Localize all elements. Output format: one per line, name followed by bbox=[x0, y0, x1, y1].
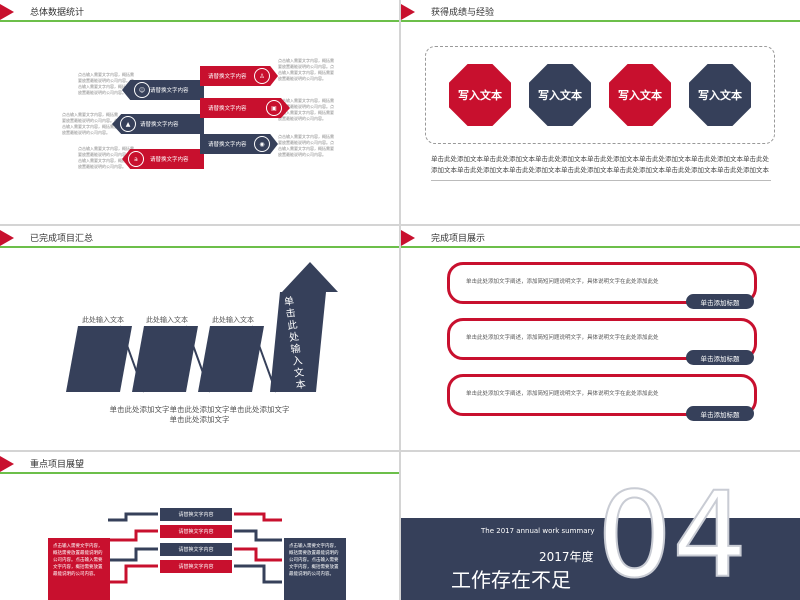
badge-4: 写入文本 bbox=[689, 64, 751, 126]
badge-3: 写入文本 bbox=[609, 64, 671, 126]
slide-header: 已完成项目汇总 bbox=[0, 226, 399, 248]
header-underline bbox=[401, 246, 800, 248]
badge-1: 写入文本 bbox=[449, 64, 511, 126]
badge-container bbox=[425, 46, 775, 144]
desc-text: 点击输入需要文字内容，概括需要放置最能说明的公司内容。点击输入需要文字内容，概括… bbox=[62, 112, 118, 135]
outlook-box-3: 请替换文字内容 bbox=[160, 543, 232, 556]
right-desc-box: 点击输入需要文字内容，概括需要放置最能说明的公司内容。点击输入需要文字内容，概括… bbox=[284, 538, 346, 600]
project-item-3: 单击此处添加文字阐述，添加简短问题说明文字，具体说明文字在此处添加此处 单击添加… bbox=[447, 374, 757, 421]
body-paragraph: 单击此处添加文本单击此处添加文本单击此处添加文本单击此处添加文本单击此处添加文本… bbox=[431, 155, 769, 174]
project-tag[interactable]: 单击添加标题 bbox=[686, 406, 754, 421]
slide-key-projects-outlook[interactable]: 重点项目展望 点击输入需要文字内容，概括需要放置最能说明的公司内容。点击输入需要… bbox=[0, 452, 399, 600]
header-underline bbox=[0, 20, 399, 22]
desc-text: 点击输入需要文字内容，概括需要放置最能说明的公司内容。点击输入需要文字内容，概括… bbox=[278, 134, 334, 157]
caption-line-2: 单击此处添加文字 bbox=[169, 415, 230, 424]
header-marker bbox=[401, 230, 415, 246]
slide-header: 总体数据统计 bbox=[0, 0, 399, 22]
slide-completed-projects[interactable]: 已完成项目汇总 此处输入文本 此处输入文本 此处输入文本 单击此处输入文本 单击… bbox=[0, 226, 399, 450]
project-item-text: 单击此处添加文字阐述，添加简短问题说明文字，具体说明文字在此处添加此处 bbox=[466, 279, 659, 285]
header-underline bbox=[401, 20, 800, 22]
project-tag[interactable]: 单击添加标题 bbox=[686, 350, 754, 365]
caption-line-1: 单击此处添加文字单击此处添加文字单击此处添加文字 bbox=[109, 405, 290, 414]
slide-title: 已完成项目汇总 bbox=[30, 234, 94, 244]
project-item-text: 单击此处添加文字阐述，添加简短问题说明文字，具体说明文字在此处添加此处 bbox=[466, 335, 659, 341]
person-icon: ♙ bbox=[254, 68, 270, 84]
section-year: 2017年度 bbox=[539, 550, 594, 564]
project-item-1: 单击此处添加文字阐述，添加简短问题说明文字，具体说明文字在此处添加此处 单击添加… bbox=[447, 262, 757, 309]
section-band bbox=[401, 518, 800, 600]
staircase-graphic bbox=[66, 262, 338, 393]
outlook-box-4: 请替换文字内容 bbox=[160, 560, 232, 573]
section-subtitle: The 2017 annual work summary bbox=[481, 527, 595, 535]
project-item-text: 单击此处添加文字阐述，添加简短问题说明文字，具体说明文字在此处添加此处 bbox=[466, 391, 659, 397]
slide-section-divider[interactable]: The 2017 annual work summary 2017年度 工作存在… bbox=[401, 452, 800, 600]
user-icon: ☺ bbox=[134, 82, 150, 98]
header-marker bbox=[401, 4, 415, 20]
slide-title: 完成项目展示 bbox=[431, 234, 486, 244]
slide-title: 获得成绩与经验 bbox=[431, 8, 495, 18]
slide-header: 完成项目展示 bbox=[401, 226, 800, 248]
desc-text: 点击输入需要文字内容，概括需要放置最能说明的公司内容。点击输入需要文字内容，概括… bbox=[78, 146, 134, 169]
desc-text: 点击输入需要文字内容，概括需要放置最能说明的公司内容。点击输入需要文字内容，概括… bbox=[78, 72, 134, 95]
header-underline bbox=[0, 246, 399, 248]
slide-header: 获得成绩与经验 bbox=[401, 0, 800, 22]
header-underline bbox=[0, 472, 399, 474]
slide-achievements[interactable]: 获得成绩与经验 写入文本 写入文本 写入文本 写入文本 单击此处添加文本单击此处… bbox=[401, 0, 800, 224]
desc-text: 点击输入需要文字内容，概括需要放置最能说明的公司内容。点击输入需要文字内容，概括… bbox=[278, 58, 334, 81]
header-marker bbox=[0, 4, 14, 20]
graduation-cap-icon: ▲ bbox=[120, 116, 136, 132]
project-tag[interactable]: 单击添加标题 bbox=[686, 294, 754, 309]
slide-header: 重点项目展望 bbox=[0, 452, 399, 474]
outlook-box-1: 请替换文字内容 bbox=[160, 508, 232, 521]
connector-lines bbox=[108, 512, 282, 584]
globe-icon: ◉ bbox=[254, 136, 270, 152]
board-icon: ▣ bbox=[266, 100, 282, 116]
project-item-2: 单击此处添加文字阐述，添加简短问题说明文字，具体说明文字在此处添加此处 单击添加… bbox=[447, 318, 757, 365]
step-label-2: 此处输入文本 bbox=[146, 316, 188, 324]
slide-summary-stats[interactable]: 总体数据统计 点击输入需要文字内容，概括需要放置最能说明的公司内容。点击输入需要… bbox=[0, 0, 399, 224]
left-desc-box: 点击输入需要文字内容，概括需要放置最能说明的公司内容。点击输入需要文字内容，概括… bbox=[48, 538, 110, 600]
section-heading: 工作存在不足 bbox=[451, 568, 571, 592]
divider bbox=[431, 180, 771, 181]
banner-left-2: 请替换文字内容 bbox=[112, 114, 204, 134]
step-label-3: 此处输入文本 bbox=[212, 316, 254, 324]
desc-text: 点击输入需要文字内容，概括需要放置最能说明的公司内容。点击输入需要文字内容，概括… bbox=[278, 98, 334, 121]
section-number: 04 bbox=[596, 466, 748, 600]
header-marker bbox=[0, 230, 14, 246]
slide-project-showcase[interactable]: 完成项目展示 单击此处添加文字阐述，添加简短问题说明文字，具体说明文字在此处添加… bbox=[401, 226, 800, 450]
badge-2: 写入文本 bbox=[529, 64, 591, 126]
abc-icon: a bbox=[128, 151, 144, 167]
step-label-1: 此处输入文本 bbox=[82, 316, 124, 324]
slide-title: 重点项目展望 bbox=[30, 460, 85, 470]
slide-title: 总体数据统计 bbox=[30, 8, 85, 18]
outlook-box-2: 请替换文字内容 bbox=[160, 525, 232, 538]
header-marker bbox=[0, 456, 14, 472]
